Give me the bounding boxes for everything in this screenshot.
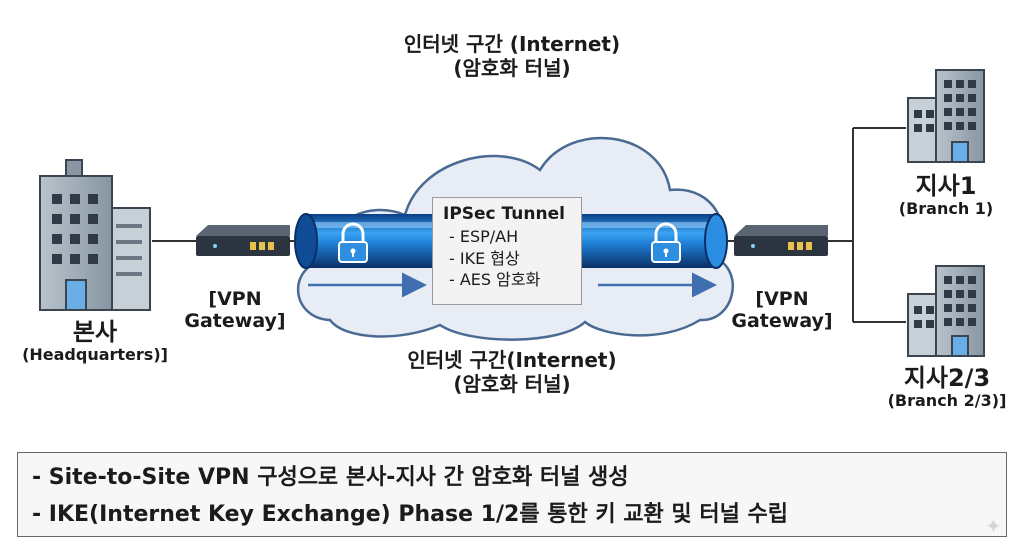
- branch-connector: [828, 127, 906, 323]
- branch1-building-icon: [907, 69, 985, 163]
- sparkle-icon: ✦: [985, 514, 1002, 538]
- internet-segment-label-top: 인터넷 구간 (Internet) (암호화 터널): [300, 32, 724, 80]
- vpn-gateway-device-right: [734, 225, 828, 256]
- gateway-left-label: [VPN Gateway]: [175, 288, 295, 333]
- ipsec-title: IPSec Tunnel: [443, 204, 565, 224]
- summary-line1: - Site-to-Site VPN 구성으로 본사-지사 간 암호화 터널 생…: [32, 465, 629, 490]
- branch23-building-icon: [907, 265, 985, 357]
- branch23-label: 지사2/3 (Branch 2/3)]: [872, 364, 1022, 411]
- internet-label-bottom-line1: 인터넷 구간(Internet): [407, 348, 617, 372]
- branch1-name: 지사1: [915, 172, 977, 200]
- ipsec-item: - ESP/AH: [449, 226, 519, 246]
- headquarters-building-icon: [39, 159, 151, 311]
- internet-label-bottom-line2: (암호화 터널): [453, 371, 571, 396]
- branch23-name: 지사2/3: [903, 364, 991, 392]
- vpn-gateway-device-left: [196, 225, 290, 256]
- headquarters-label: 본사 (Headquarters)]: [0, 318, 190, 365]
- ipsec-tunnel-box: IPSec Tunnel - ESP/AH - IKE 협상 - AES 암호화: [432, 197, 582, 305]
- headquarters-sub: (Headquarters)]: [22, 345, 168, 365]
- branch1-label: 지사1 (Branch 1): [886, 172, 1006, 219]
- branch1-sub: (Branch 1): [898, 199, 994, 219]
- internet-label-line1: 인터넷 구간 (Internet): [403, 32, 621, 56]
- gateway-right-line2: Gateway]: [731, 310, 833, 333]
- gateway-left-line2: Gateway]: [184, 310, 286, 333]
- gateway-left-line1: [VPN: [208, 288, 262, 310]
- internet-label-line2: (암호화 터널): [453, 55, 571, 80]
- gateway-right-label: [VPN Gateway]: [722, 288, 842, 333]
- summary-line2: - IKE(Internet Key Exchange) Phase 1/2를 …: [32, 502, 788, 527]
- branch23-sub: (Branch 2/3)]: [887, 391, 1007, 411]
- ipsec-item: - AES 암호화: [449, 270, 541, 290]
- gateway-right-line1: [VPN: [755, 288, 809, 310]
- headquarters-name: 본사: [72, 318, 118, 346]
- summary-box: - Site-to-Site VPN 구성으로 본사-지사 간 암호화 터널 생…: [17, 452, 1007, 537]
- ipsec-item: - IKE 협상: [449, 248, 520, 268]
- lock-icon: [338, 222, 368, 263]
- lock-icon: [651, 222, 681, 263]
- internet-segment-label-bottom: 인터넷 구간(Internet) (암호화 터널): [300, 348, 724, 396]
